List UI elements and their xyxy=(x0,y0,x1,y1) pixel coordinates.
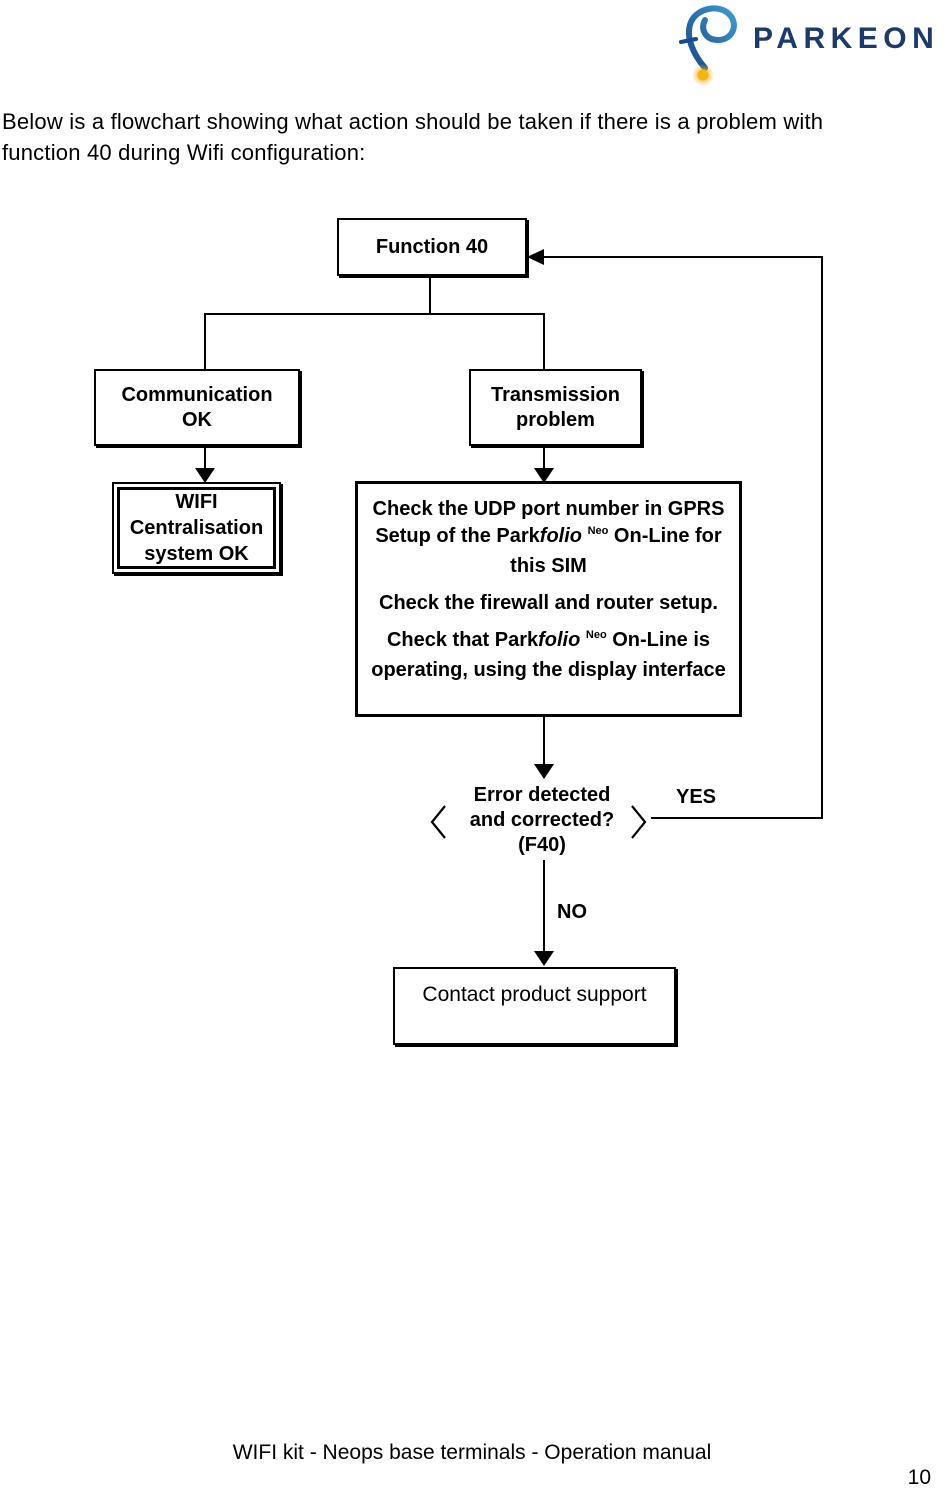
intro-line-2: function 40 during Wifi configuration: xyxy=(2,140,366,165)
connector-line xyxy=(543,256,823,258)
connector-line xyxy=(204,313,545,315)
node-communication-ok-line2: OK xyxy=(182,408,212,431)
arrow-down-icon xyxy=(195,468,215,483)
connector-line xyxy=(651,817,823,819)
node-wifi-line3: system OK xyxy=(144,543,249,565)
text-run: Check the UDP port number in GPRS xyxy=(372,498,725,520)
arrow-left-icon xyxy=(527,249,544,265)
decision-line2: and corrected? xyxy=(469,809,615,831)
check-item-2: Check the firewall and router setup. xyxy=(362,590,735,617)
text-run: folio xyxy=(538,629,581,651)
check-item-3: Check that Parkfolio Neo On-Line is opera… xyxy=(362,627,735,684)
node-communication-ok: Communication OK xyxy=(94,369,300,446)
text-run xyxy=(582,525,588,547)
node-wifi-line2: Centralisation xyxy=(129,517,264,539)
page-number: 10 xyxy=(907,1466,931,1489)
label-yes: YES xyxy=(676,786,717,808)
node-transmission-problem: Transmission problem xyxy=(469,369,642,446)
label-no: NO xyxy=(557,901,587,923)
connector-line xyxy=(204,315,206,369)
node-contact-support-label: Contact product support xyxy=(422,983,647,1006)
intro-line-1: Below is a flowchart showing what action… xyxy=(2,109,824,134)
text-run: On-Line is xyxy=(606,629,711,651)
text-run: this SIM xyxy=(510,555,587,577)
node-function-40: Function 40 xyxy=(337,218,527,276)
arrow-down-icon xyxy=(534,764,554,779)
node-wifi-centralisation-inner: WIFI Centralisation system OK xyxy=(117,487,276,569)
node-transmission-problem-line1: Transmission xyxy=(491,383,620,406)
connector-line xyxy=(543,717,545,764)
arrow-down-icon xyxy=(534,951,554,966)
check-item-1: Check the UDP port number in GPRS Setup o… xyxy=(362,496,735,580)
node-contact-support: Contact product support xyxy=(393,967,676,1045)
connector-line xyxy=(543,315,545,369)
chevron-right-icon xyxy=(631,805,647,839)
node-function-40-label: Function 40 xyxy=(375,235,489,258)
text-run: Setup of the Park xyxy=(375,525,540,547)
text-run: On-Line for xyxy=(608,525,722,547)
node-transmission-problem-line2: problem xyxy=(516,408,595,431)
decision-error-detected: Error detected and corrected? (F40) xyxy=(441,783,643,858)
connector-line xyxy=(821,256,823,819)
arrow-down-icon xyxy=(534,468,554,483)
connector-line xyxy=(429,274,431,313)
decision-line3: (F40) xyxy=(518,834,566,856)
node-wifi-line1: WIFI xyxy=(175,491,218,513)
text-run: operating, using the display interface xyxy=(371,659,726,681)
text-run: Neo xyxy=(587,525,609,537)
chevron-left-icon xyxy=(430,805,446,839)
connector-line xyxy=(543,444,545,469)
brand-wordmark: PARKEON xyxy=(753,22,940,55)
connector-line xyxy=(543,860,545,952)
intro-paragraph: Below is a flowchart showing what action… xyxy=(2,106,944,168)
connector-line xyxy=(204,444,206,469)
parkeon-loop-icon xyxy=(679,5,737,86)
text-run: Check that Park xyxy=(386,629,539,651)
node-check-actions: Check the UDP port number in GPRS Setup o… xyxy=(355,481,742,717)
node-communication-ok-line1: Communication xyxy=(121,383,273,406)
decision-line1: Error detected xyxy=(473,784,611,806)
text-run: Check the firewall and router setup. xyxy=(379,592,718,614)
text-run: folio xyxy=(539,525,583,547)
footer-title: WIFI kit - Neops base terminals - Operat… xyxy=(232,1441,712,1464)
node-wifi-centralisation: WIFI Centralisation system OK xyxy=(112,482,281,574)
text-run: Neo xyxy=(585,629,607,641)
